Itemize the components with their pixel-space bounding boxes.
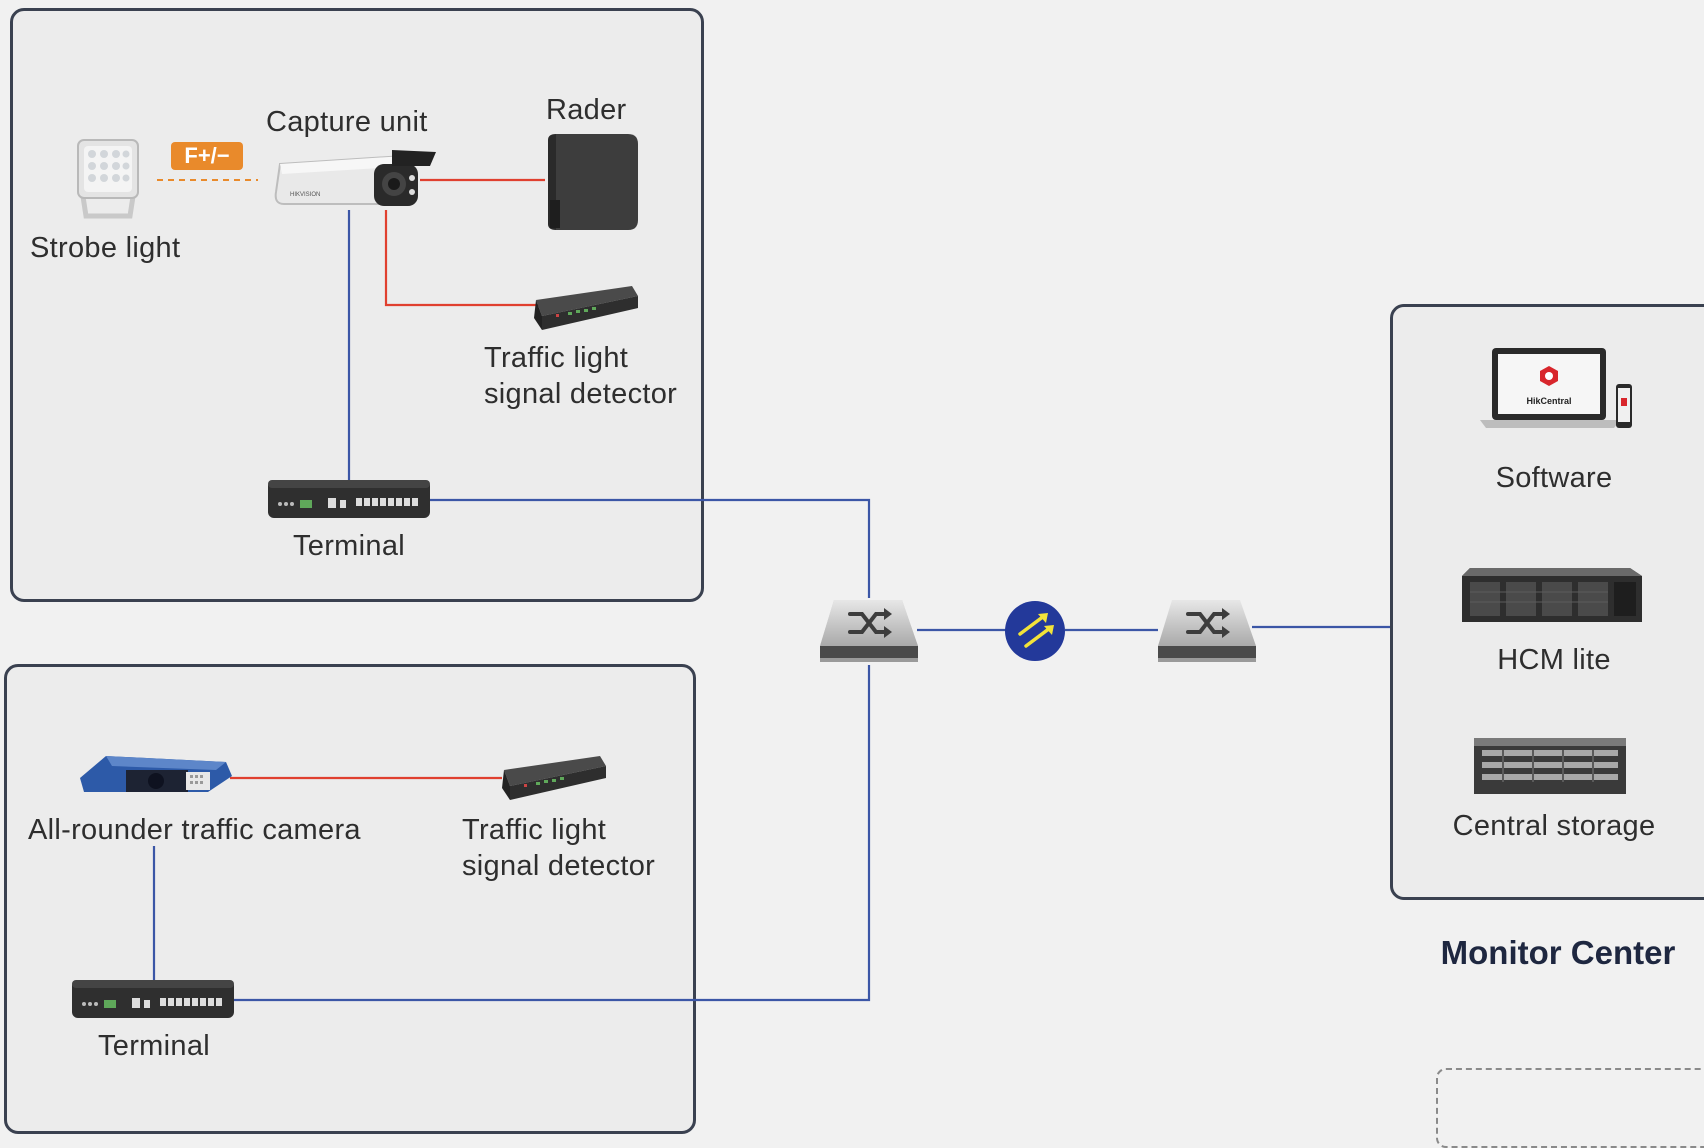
allrounder-camera-label: All-rounder traffic camera — [28, 814, 361, 846]
terminal-bottom-label: Terminal — [98, 1030, 210, 1062]
wire-terminal-switch1 — [430, 498, 871, 598]
wire-capture-detector — [384, 210, 540, 307]
hcm-lite-label: HCM lite — [1497, 644, 1611, 676]
network-switch-icon-2 — [1158, 600, 1256, 662]
radar-label: Rader — [546, 94, 627, 126]
capture-site-panel-bottom — [4, 664, 696, 1134]
strobe-light-label: Strobe light — [30, 232, 181, 264]
radar-panel-icon — [548, 134, 638, 230]
bullet-camera-icon: HIKVISION — [274, 150, 436, 206]
strobe-light-icon — [77, 139, 139, 219]
traffic-detector-top-label-2: signal detector — [484, 378, 678, 410]
storage-array-icon — [1474, 738, 1626, 794]
rack-device-icon-bottom — [502, 756, 606, 800]
network-switch-icon-1 — [820, 600, 918, 662]
camera-brand-text: HIKVISION — [290, 192, 320, 198]
traffic-detector-bottom-label-2: signal detector — [462, 850, 656, 882]
server-icon — [1462, 568, 1642, 622]
terminal-box-icon-bottom — [72, 980, 234, 1018]
central-storage-label: Central storage — [1452, 810, 1656, 842]
wire-terminal2-switch1 — [234, 665, 871, 1002]
allrounder-camera-icon — [80, 756, 232, 792]
traffic-detector-top-label-1: Traffic light — [484, 342, 629, 374]
rack-device-icon-top — [534, 286, 638, 330]
connection-lines — [152, 178, 1390, 1002]
monitor-center-title: Monitor Center — [1440, 934, 1676, 971]
capture-unit-label: Capture unit — [266, 106, 428, 138]
flash-badge: F+/− — [171, 142, 243, 170]
router-icon — [1005, 601, 1065, 661]
laptop-icon: HikCentral — [1480, 348, 1632, 428]
terminal-box-icon-top — [268, 480, 430, 518]
terminal-top-label: Terminal — [293, 530, 405, 562]
traffic-detector-bottom-label-1: Traffic light — [462, 814, 607, 846]
software-label: Software — [1495, 462, 1613, 494]
software-logo-text: HikCentral — [1526, 396, 1571, 406]
